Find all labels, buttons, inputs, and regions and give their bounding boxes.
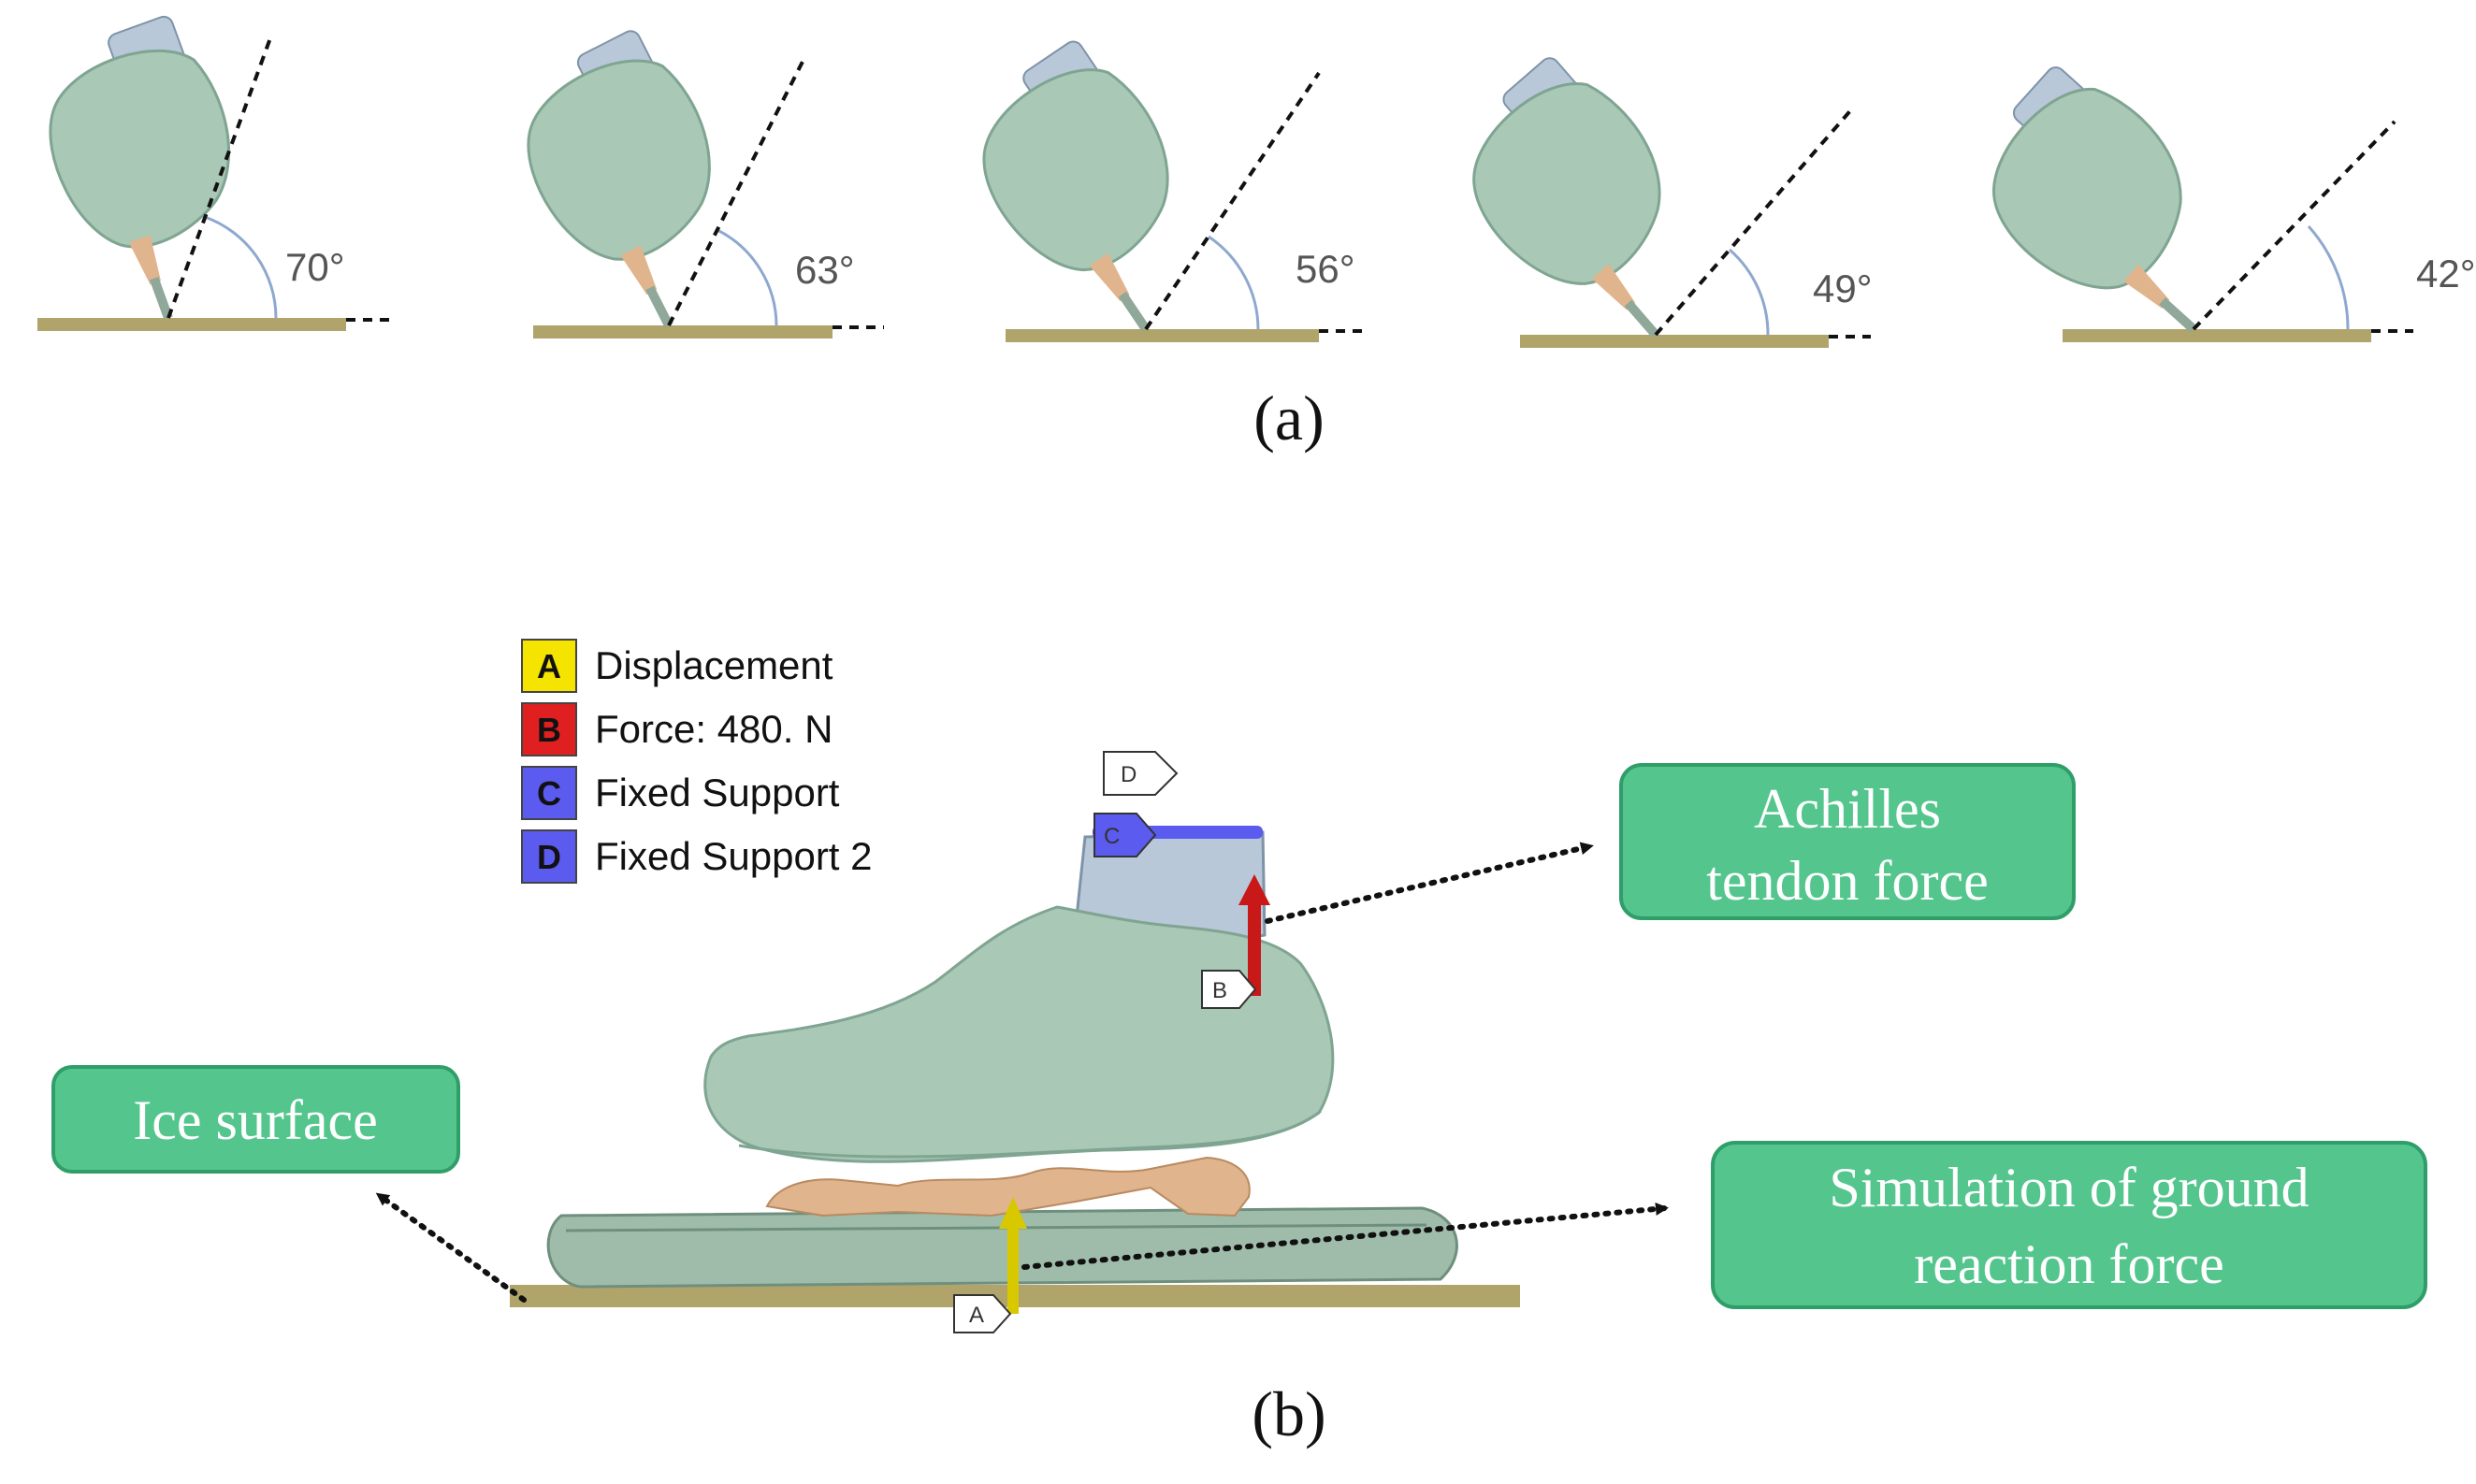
callout-box	[1711, 1141, 2427, 1309]
foot-axis-dashed	[2192, 120, 2396, 331]
panel-a-label: (a)	[1253, 382, 1324, 454]
legend-swatch	[521, 829, 577, 884]
blade-holder	[1089, 252, 1130, 302]
angle-arc	[204, 215, 278, 319]
legend-text: Force: 480. N	[595, 707, 833, 751]
angle-arc	[2307, 225, 2350, 330]
foot-angle-2: 63°	[527, 30, 884, 339]
boot-shape	[527, 59, 711, 261]
callout-text-line2: tendon force	[1706, 850, 1989, 912]
callout-ground-reaction-force: Simulation of ground reaction force	[1711, 1141, 2427, 1309]
blade-holder	[620, 245, 658, 295]
tag-a-letter: A	[969, 1303, 984, 1328]
legend-key: A	[537, 647, 561, 685]
tag-c-letter: C	[1104, 824, 1120, 849]
dotted-arrow-ground	[1021, 1202, 1669, 1270]
blade	[1624, 299, 1659, 339]
angle-label: 56°	[1296, 247, 1355, 291]
callout-text: Ice surface	[133, 1089, 377, 1151]
callout-box	[1619, 763, 2076, 920]
legend-text: Displacement	[595, 643, 833, 687]
blade	[2159, 297, 2197, 333]
legend-item-b: B Force: 480. N	[521, 702, 833, 756]
legend: A Displacement B Force: 480. N C Fixed S…	[521, 639, 873, 884]
legend-key: D	[537, 838, 561, 876]
boot-shape	[703, 905, 1335, 1163]
angle-arc	[1729, 248, 1770, 336]
panel-b-label: (b)	[1252, 1378, 1325, 1449]
dotted-arrow-ice	[375, 1192, 527, 1303]
panel-a: 70° 63°	[37, 15, 2476, 454]
dotted-arrow-achilles	[1265, 842, 1594, 924]
ice-plate	[533, 325, 833, 339]
legend-key: C	[537, 774, 561, 813]
angle-arc	[1208, 235, 1260, 330]
legend-item-c: C Fixed Support	[521, 766, 840, 820]
foot-angle-5: 42°	[1992, 66, 2476, 342]
legend-swatch	[521, 639, 577, 693]
foot-axis-dashed	[1144, 71, 1321, 331]
callout-box	[51, 1065, 460, 1174]
tag-c: C	[1093, 813, 1157, 857]
legend-key: B	[537, 711, 561, 749]
callout-text-line1: Simulation of ground	[1829, 1157, 2309, 1218]
ice-plate	[37, 318, 346, 331]
tag-b: B	[1201, 970, 1257, 1009]
callout-achilles-tendon-force: Achilles tendon force	[1619, 763, 2076, 920]
angle-label: 49°	[1813, 267, 1873, 310]
blade-holder	[1591, 264, 1636, 310]
boot-shape	[1992, 88, 2182, 290]
disp-arrow-head	[999, 1197, 1027, 1229]
boot-sole-line	[738, 1109, 1322, 1159]
achilles-force-arrow	[1238, 874, 1270, 996]
ice-plate	[1520, 335, 1829, 348]
legend-item-d: D Fixed Support 2	[521, 829, 873, 884]
blade	[1118, 291, 1151, 332]
callout-text-line2: reaction force	[1914, 1233, 2223, 1295]
tag-b-letter: B	[1212, 978, 1227, 1003]
displacement-arrow	[999, 1197, 1027, 1314]
angle-arc	[717, 228, 778, 326]
foot-angle-4: 49°	[1472, 57, 1873, 348]
foot-angle-1: 70°	[37, 15, 393, 331]
tag-c-shape	[1093, 813, 1157, 857]
blade	[149, 277, 173, 320]
boot-shape	[49, 49, 231, 249]
ice-plate	[2063, 329, 2371, 342]
angle-label: 42°	[2416, 252, 2476, 295]
force-arrow-shaft	[1248, 902, 1261, 996]
blade	[645, 285, 673, 328]
blade-holder	[2123, 264, 2170, 309]
tag-d-shape	[1103, 751, 1179, 796]
foot-angle-3: 56°	[982, 40, 1366, 342]
disp-arrow-shaft	[1007, 1225, 1019, 1314]
blade-holder	[128, 235, 161, 285]
legend-item-a: A Displacement	[521, 639, 833, 693]
panel-b: A Displacement B Force: 480. N C Fixed S…	[51, 639, 2427, 1449]
skate-blade-edge	[565, 1223, 1427, 1232]
legend-text: Fixed Support 2	[595, 834, 873, 878]
force-arrow-head	[1238, 874, 1270, 905]
boot-shape	[1472, 81, 1661, 285]
legend-text: Fixed Support	[595, 771, 840, 814]
ice-plate	[1006, 329, 1319, 342]
foot-bone-structure	[765, 1156, 1251, 1217]
legend-swatch	[521, 702, 577, 756]
callout-text-line1: Achilles	[1754, 778, 1941, 840]
tag-a-shape	[953, 1294, 1012, 1333]
tag-b-shape	[1201, 970, 1257, 1009]
tag-d-letter: D	[1121, 762, 1137, 787]
callout-ice-surface: Ice surface	[51, 1065, 460, 1174]
skate-blade	[546, 1206, 1458, 1289]
tag-a: A	[953, 1294, 1012, 1333]
angle-label: 63°	[795, 248, 855, 292]
angle-label: 70°	[285, 245, 345, 289]
boot-shape	[982, 68, 1169, 272]
tag-d: D	[1103, 751, 1179, 796]
legend-swatch	[521, 766, 577, 820]
